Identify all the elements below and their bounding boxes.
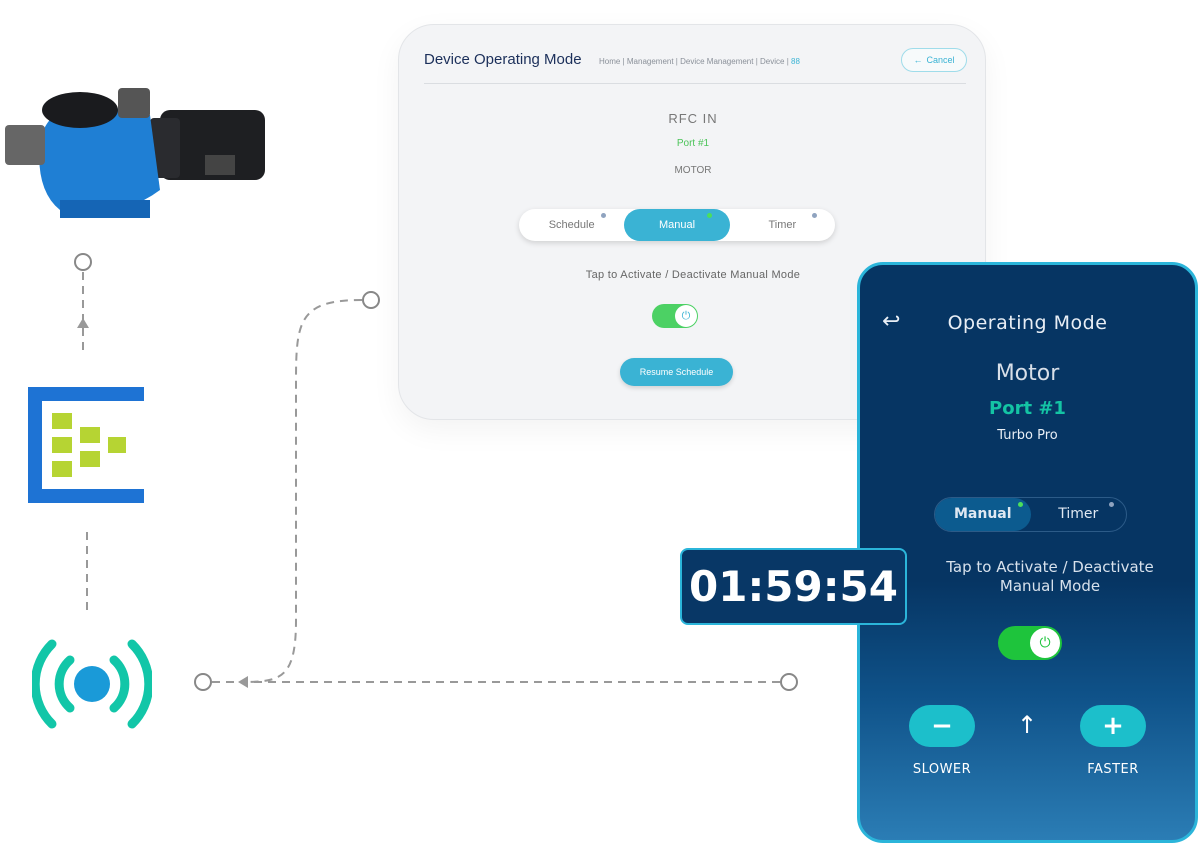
minus-icon: − [931, 711, 953, 741]
faster-button[interactable]: + [1080, 705, 1146, 747]
device-name: RFC IN [668, 111, 718, 126]
device-name: Motor [995, 361, 1060, 386]
tab-label: Manual [953, 506, 1012, 522]
manual-mode-toggle[interactable]: ⏻ [652, 304, 698, 328]
breadcrumb-home[interactable]: Home [599, 57, 621, 66]
instruction-text: Tap to Activate / Deactivate Manual Mode [585, 269, 801, 281]
tab-label: Manual [658, 219, 696, 231]
tab-timer[interactable]: Timer [730, 209, 835, 241]
tab-schedule[interactable]: Schedule [519, 209, 624, 241]
tab-label: Timer [768, 219, 797, 231]
page-title: Device Operating Mode [424, 51, 582, 68]
arrow-left-icon: ← [913, 55, 923, 65]
slower-label: SLOWER [912, 762, 972, 777]
event-hub-icon [28, 387, 144, 503]
mode-tabs: Schedule Manual Timer [519, 209, 835, 241]
device-type: MOTOR [674, 165, 712, 176]
pool-pump-image [5, 88, 265, 218]
wireless-signal-icon [32, 639, 152, 729]
breadcrumb-device-management[interactable]: Device Management [680, 57, 754, 66]
mobile-operating-mode-screen: ↩ Operating Mode Motor Port #1 Turbo Pro… [857, 262, 1198, 843]
faster-label: FASTER [1087, 762, 1139, 777]
instruction-line: Tap to Activate / Deactivate [946, 558, 1154, 576]
port-label: Port #1 [676, 138, 710, 149]
breadcrumb-management[interactable]: Management [626, 57, 674, 66]
breadcrumb: Home | Management | Device Management | … [599, 57, 800, 66]
tab-manual[interactable]: Manual [624, 209, 730, 241]
tab-label: Schedule [548, 219, 595, 231]
instruction-line: Manual Mode [999, 577, 1101, 595]
manual-mode-toggle[interactable]: ⏻ [998, 626, 1062, 660]
power-icon: ⏻ [1030, 628, 1060, 658]
plus-icon: + [1102, 711, 1124, 741]
port-label: Port #1 [989, 398, 1066, 419]
tab-manual[interactable]: Manual [935, 498, 1031, 531]
tab-label: Timer [1058, 506, 1099, 522]
mode-tabs: Manual Timer [934, 497, 1127, 532]
tab-timer[interactable]: Timer [1031, 498, 1127, 531]
desktop-operating-mode-panel: Device Operating Mode Home | Management … [398, 24, 986, 420]
divider [424, 83, 966, 84]
resume-schedule-button[interactable]: Resume Schedule [620, 358, 733, 386]
screen-title: Operating Mode [947, 312, 1108, 334]
breadcrumb-device[interactable]: Device [760, 57, 785, 66]
countdown-timer: 01:59:54 [680, 548, 907, 625]
cancel-button[interactable]: ←Cancel [901, 48, 967, 72]
back-arrow-icon[interactable]: ↩ [882, 309, 901, 334]
arrow-up-icon: ↑ [1017, 711, 1038, 739]
power-icon: ⏻ [675, 305, 697, 327]
cancel-label: Cancel [926, 55, 955, 65]
device-model: Turbo Pro [997, 428, 1058, 443]
slower-button[interactable]: − [909, 705, 975, 747]
breadcrumb-current: 88 [791, 57, 800, 66]
